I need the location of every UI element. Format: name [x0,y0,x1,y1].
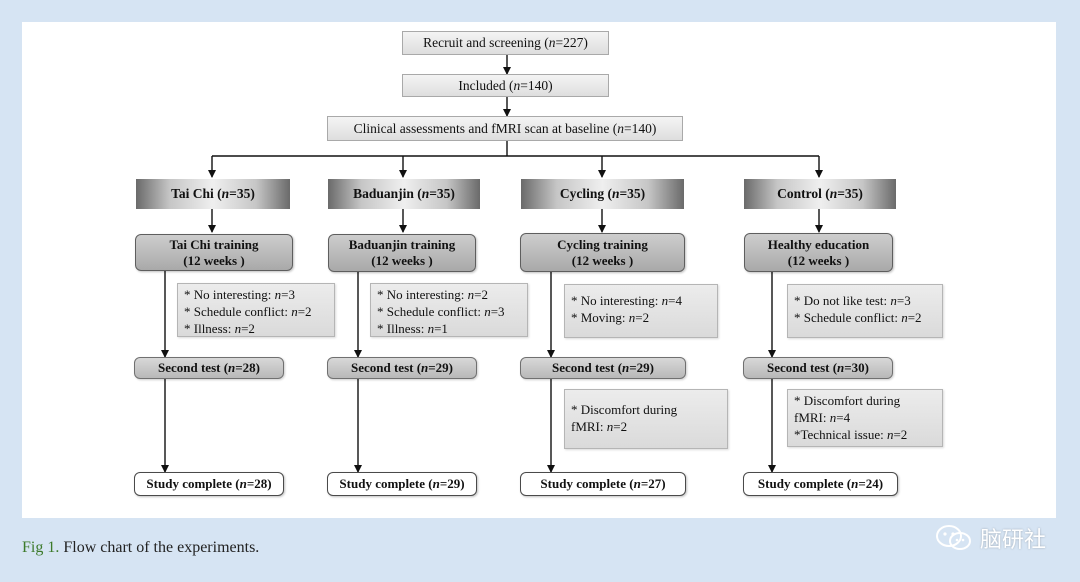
second-test-control: Second test (n=30) [743,357,893,379]
watermark: 脑研社 [934,522,1046,554]
dropout-reason: fMRI: n=4 [794,410,851,425]
dropout-box-taichi-training: * No interesting: n=3 * Schedule conflic… [177,283,335,337]
dropout-reason: * Schedule conflict: n=2 [184,304,312,319]
dropout-box-control-second: * Discomfort during fMRI: n=4 *Technical… [787,389,943,447]
dropout-reason: * No interesting: n=2 [377,287,488,302]
dropout-reason: * No interesting: n=4 [571,293,682,308]
dropout-box-control-training: * Do not like test: n=3 * Schedule confl… [787,284,943,338]
figure-caption: Fig 1. Flow chart of the experiments. [22,539,259,557]
dropout-reason: * No interesting: n=3 [184,287,295,302]
study-complete-control: Study complete (n=24) [743,472,898,496]
dropout-reason: * Illness: n=1 [377,321,448,336]
second-test-baduanjin: Second test (n=29) [327,357,477,379]
dropout-reason: * Do not like test: n=3 [794,293,911,308]
second-test-taichi: Second test (n=28) [134,357,284,379]
arm-header-baduanjin: Baduanjin (n=35) [328,179,480,209]
wechat-icon [935,525,971,550]
training-box-baduanjin: Baduanjin training(12 weeks ) [328,234,476,272]
training-box-control: Healthy education(12 weeks ) [744,233,893,272]
dropout-box-cycling-second: * Discomfort during fMRI: n=2 [564,389,728,449]
arm-header-control: Control (n=35) [744,179,896,209]
dropout-reason: fMRI: n=2 [571,419,628,434]
second-test-cycling: Second test (n=29) [520,357,686,379]
study-complete-taichi: Study complete (n=28) [134,472,284,496]
dropout-box-baduanjin-training: * No interesting: n=2 * Schedule conflic… [370,283,528,337]
baseline-assessment-box: Clinical assessments and fMRI scan at ba… [327,116,683,141]
training-box-taichi: Tai Chi training(12 weeks ) [135,234,293,271]
dropout-reason: * Schedule conflict: n=2 [794,310,922,325]
included-box: Included (n=140) [402,74,609,97]
study-complete-baduanjin: Study complete (n=29) [327,472,477,496]
study-complete-cycling: Study complete (n=27) [520,472,686,496]
arm-header-taichi: Tai Chi (n=35) [136,179,290,209]
dropout-box-cycling-training: * No interesting: n=4 * Moving: n=2 [564,284,718,338]
caption-text: Flow chart of the experiments. [59,539,260,556]
dropout-reason: *Technical issue: n=2 [794,427,908,442]
arm-header-cycling: Cycling (n=35) [521,179,684,209]
figure-number: Fig 1. [22,539,60,556]
dropout-reason: * Moving: n=2 [571,310,650,325]
training-box-cycling: Cycling training(12 weeks ) [520,233,685,272]
dropout-reason: * Discomfort during [571,402,678,417]
dropout-reason: * Discomfort during [794,393,901,408]
watermark-text: 脑研社 [979,528,1046,553]
dropout-reason: * Schedule conflict: n=3 [377,304,505,319]
recruit-screening-box: Recruit and screening (n=227) [402,31,609,55]
dropout-reason: * Illness: n=2 [184,321,255,336]
